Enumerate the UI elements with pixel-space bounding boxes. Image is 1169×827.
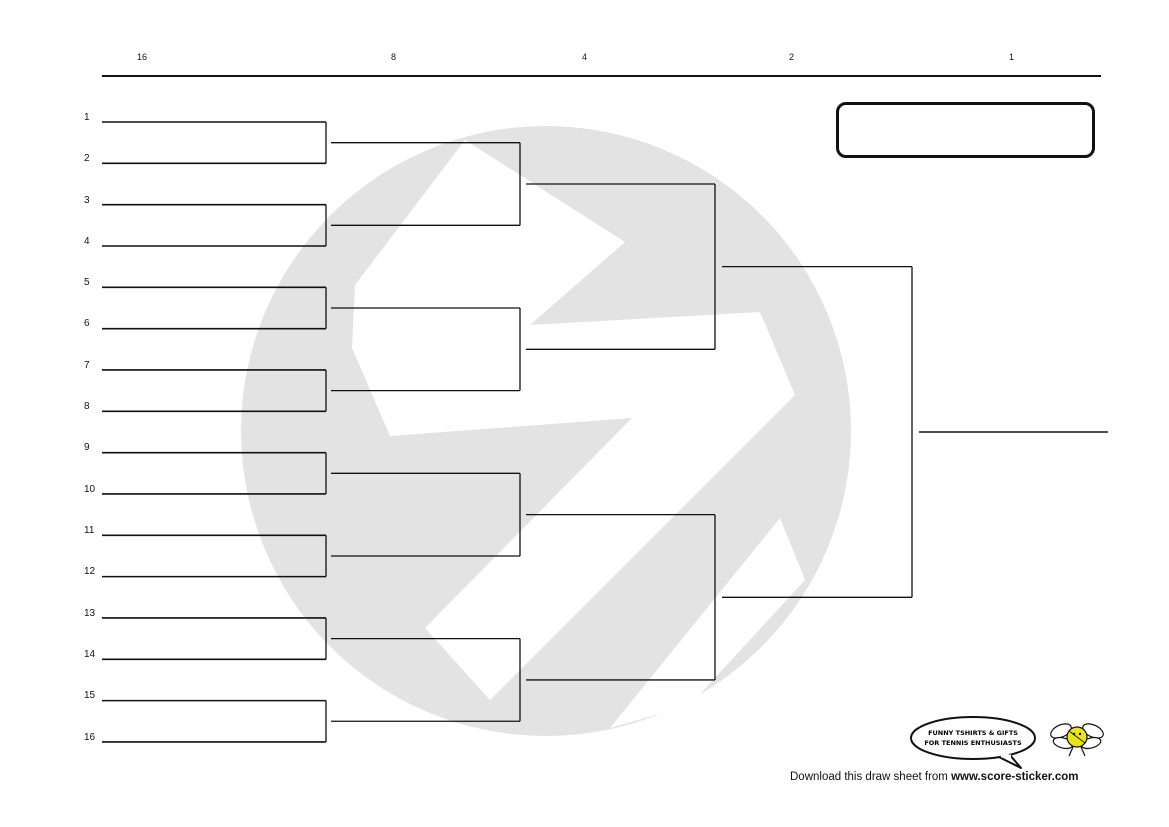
promo-badge: FUNNY TSHIRTS & GIFTS FOR TENNIS ENTHUSI… [910, 716, 1104, 769]
speech-bubble-icon [910, 716, 1036, 769]
seed-number: 1 [84, 112, 90, 123]
seed-number: 3 [84, 195, 90, 206]
round-label-8: 8 [391, 52, 397, 62]
seed-number: 16 [84, 732, 96, 743]
header-rule [102, 75, 1101, 77]
footer-text: Download this draw sheet from [790, 771, 952, 783]
seed-number: 2 [84, 153, 90, 164]
footer-site-link[interactable]: www.score-sticker.com [951, 771, 1079, 783]
tennis-ball-mascot-icon [1050, 723, 1104, 757]
seed-number: 8 [84, 401, 90, 412]
seed-number: 4 [84, 236, 90, 247]
round-label-16: 16 [137, 52, 148, 62]
winner-box [836, 102, 1095, 158]
seed-number: 9 [84, 442, 90, 453]
footer-download-text: Download this draw sheet from www.score-… [790, 771, 1079, 783]
seed-number: 14 [84, 649, 96, 660]
badge-line-2: FOR TENNIS ENTHUSIASTS [924, 739, 1022, 747]
round-label-4: 4 [582, 52, 588, 62]
seed-number: 6 [84, 318, 90, 329]
seed-number: 12 [84, 566, 96, 577]
seed-number: 15 [84, 690, 96, 701]
seed-number: 7 [84, 360, 90, 371]
seed-number: 5 [84, 277, 90, 288]
seed-number: 13 [84, 608, 96, 619]
seed-number: 10 [84, 484, 96, 495]
badge-line-1: FUNNY TSHIRTS & GIFTS [928, 729, 1018, 737]
seed-number: 11 [84, 525, 95, 536]
round-label-1: 1 [1009, 52, 1015, 62]
round-label-2: 2 [789, 52, 795, 62]
